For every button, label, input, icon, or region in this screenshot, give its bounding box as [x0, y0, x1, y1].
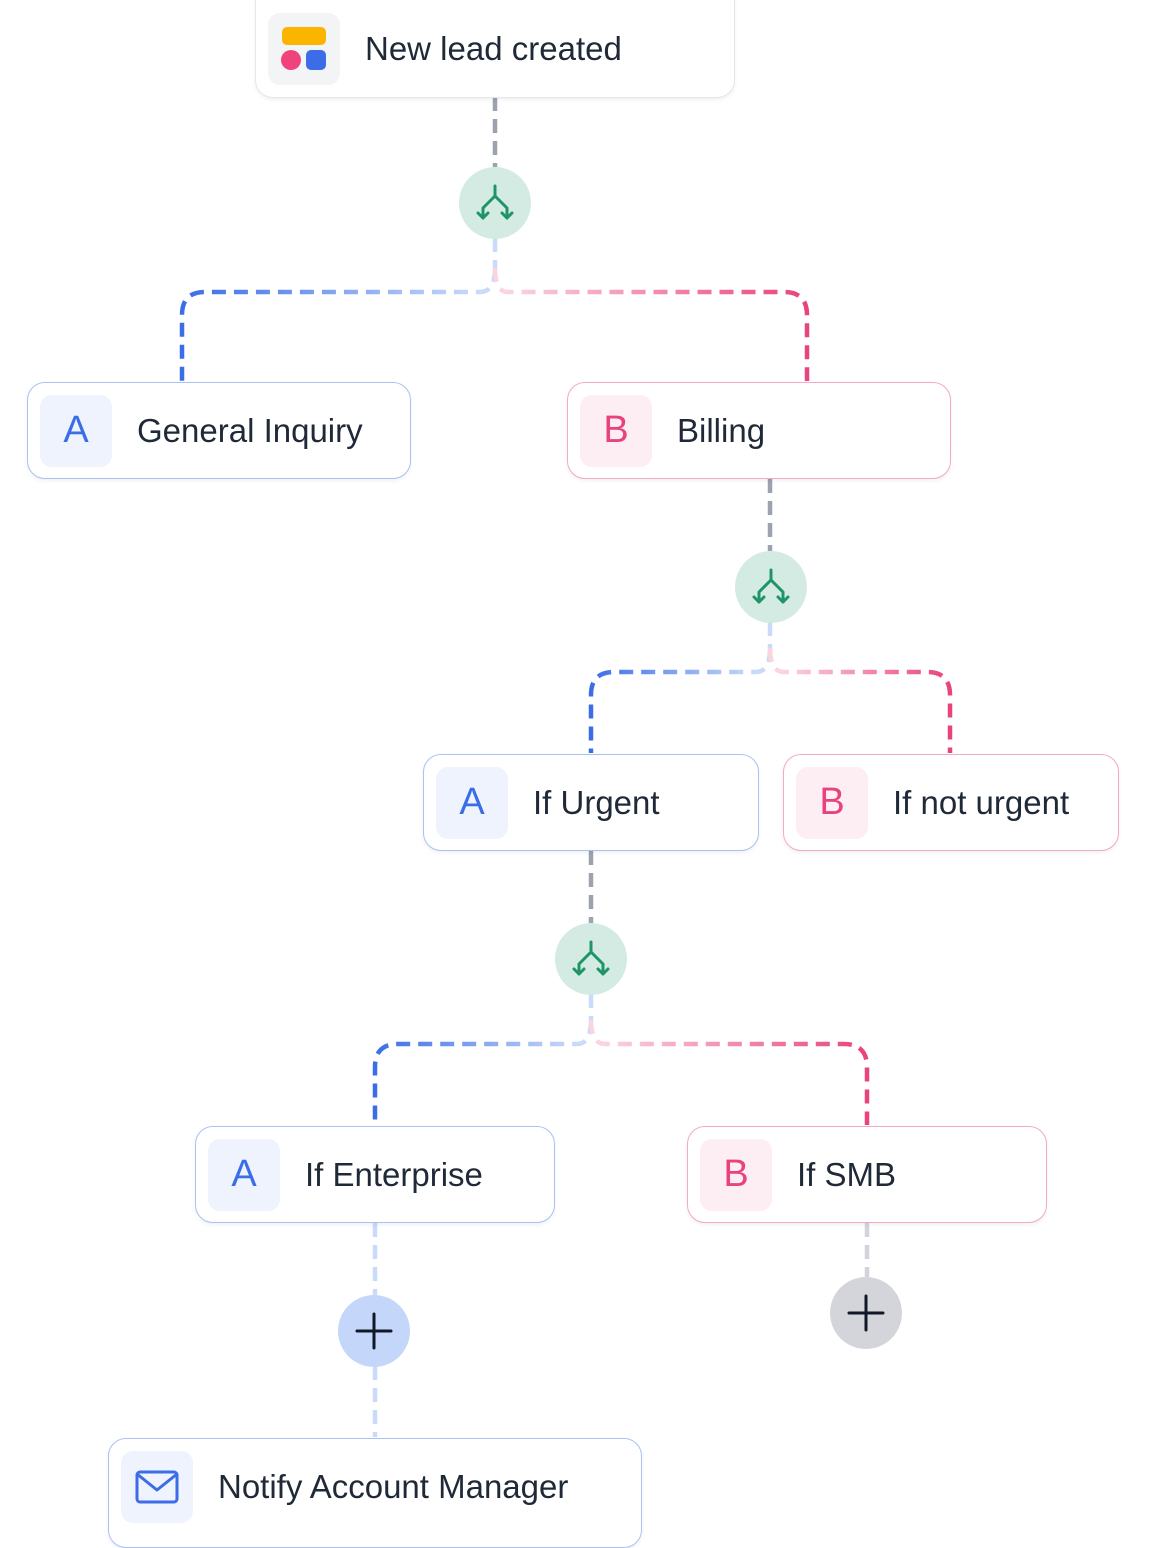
- split-path-icon: [752, 568, 790, 604]
- action-label: Notify Account Manager: [218, 1468, 569, 1505]
- connector-split1-branch-a: [179, 267, 498, 381]
- action-node-notify-account-manager[interactable]: Notify Account Manager: [108, 1438, 642, 1548]
- connector-split2-branch-b: [767, 647, 953, 753]
- split-path-icon: [476, 184, 514, 220]
- connector-split3-branch-b: [588, 1019, 870, 1125]
- add-step-button[interactable]: [338, 1295, 410, 1367]
- app-blocks-icon: [268, 13, 340, 85]
- branch-node-general-inquiry[interactable]: A General Inquiry: [27, 382, 411, 479]
- split-button[interactable]: [735, 551, 807, 623]
- branch-badge-a: A: [40, 394, 112, 467]
- branch-node-if-smb[interactable]: B If SMB: [687, 1126, 1047, 1223]
- plus-icon: [847, 1294, 885, 1332]
- branch-node-billing[interactable]: B Billing: [567, 382, 951, 479]
- branch-badge-a: A: [208, 1138, 280, 1211]
- trigger-node[interactable]: New lead created: [255, 0, 735, 98]
- branch-node-if-enterprise[interactable]: A If Enterprise: [195, 1126, 555, 1223]
- branch-badge-b: B: [700, 1138, 772, 1211]
- connector-split1-branch-b: [492, 267, 810, 381]
- branch-node-if-not-urgent[interactable]: B If not urgent: [783, 754, 1119, 851]
- trigger-label: New lead created: [365, 30, 622, 67]
- connector-lines: [179, 97, 953, 1437]
- add-step-button[interactable]: [830, 1277, 902, 1349]
- split-button[interactable]: [555, 923, 627, 995]
- plus-icon: [355, 1312, 393, 1350]
- branch-badge-b: B: [580, 394, 652, 467]
- split-button[interactable]: [459, 167, 531, 239]
- branch-label: If Urgent: [533, 783, 660, 821]
- branch-label: General Inquiry: [137, 411, 363, 449]
- mail-icon: [121, 1451, 193, 1523]
- branch-label: Billing: [677, 411, 766, 449]
- connector-split2-branch-a: [588, 647, 773, 753]
- branch-node-if-urgent[interactable]: A If Urgent: [423, 754, 759, 851]
- branch-label: If not urgent: [893, 783, 1070, 821]
- branch-badge-b: B: [796, 766, 868, 839]
- split-path-icon: [572, 940, 610, 976]
- branch-label: If Enterprise: [305, 1155, 483, 1193]
- branch-badge-a: A: [436, 766, 508, 839]
- connector-split3-branch-a: [372, 1019, 594, 1125]
- branch-label: If SMB: [797, 1155, 897, 1193]
